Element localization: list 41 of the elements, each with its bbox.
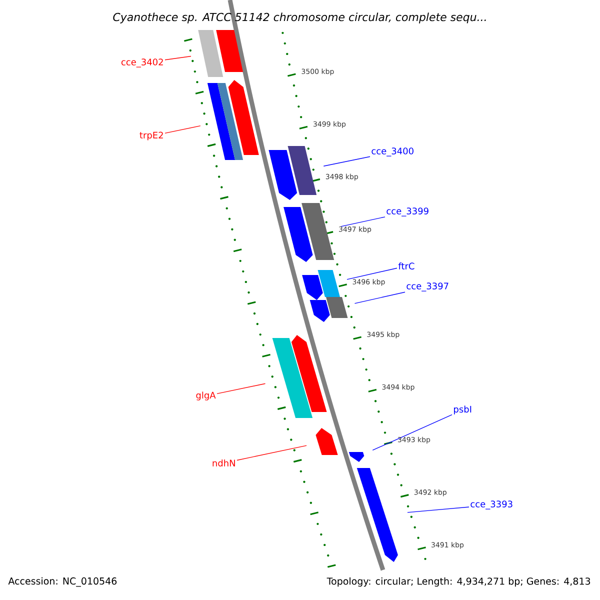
gene-block (291, 335, 327, 412)
footer-text: Topology: circular; Length: 4,934,271 bp; Genes: 4,813 (326, 577, 590, 587)
gene-label: trpE2 (140, 132, 163, 140)
gene-label: glgA (196, 392, 216, 400)
footer-text: Accession: NC_010546 (8, 577, 117, 587)
leader-line (346, 268, 398, 280)
gene-block (316, 428, 338, 455)
gene-block (302, 275, 323, 300)
leader-line (164, 56, 192, 60)
gene-block (217, 83, 244, 160)
gene-block (272, 338, 313, 418)
gene-label: cce_3393 (470, 500, 512, 510)
gene-block (268, 150, 298, 200)
gene-block (198, 30, 224, 77)
gene-block (288, 146, 317, 195)
gene-block (348, 452, 364, 462)
gene-block (284, 207, 313, 262)
gene-block (356, 468, 398, 562)
gene-label: cce_3402 (121, 58, 163, 68)
gene-label: cce_3397 (406, 282, 448, 292)
gene-block (310, 300, 330, 322)
gene-block (216, 30, 244, 72)
gene-block (228, 80, 259, 155)
gene-block (207, 83, 236, 160)
leader-line (323, 156, 370, 166)
leader-line (236, 445, 307, 461)
leader-line (340, 216, 386, 227)
leader-line (407, 506, 470, 513)
gene-label: ndhN (212, 460, 235, 466)
leader-line (354, 292, 406, 304)
leader-line (216, 383, 266, 394)
leader-line (164, 125, 201, 134)
gene-block (318, 270, 340, 297)
gene-label: cce_3399 (386, 208, 428, 216)
gene-label: psbI (454, 406, 472, 414)
gene-block (326, 297, 348, 318)
gene-label: cce_3400 (372, 148, 414, 156)
title: Cyanothece sp. ATCC 51142 chromosome circular, complete sequ... (113, 12, 486, 24)
gene-label: ftrC (398, 262, 414, 270)
gene-block (302, 203, 334, 260)
leader-line (372, 414, 452, 451)
